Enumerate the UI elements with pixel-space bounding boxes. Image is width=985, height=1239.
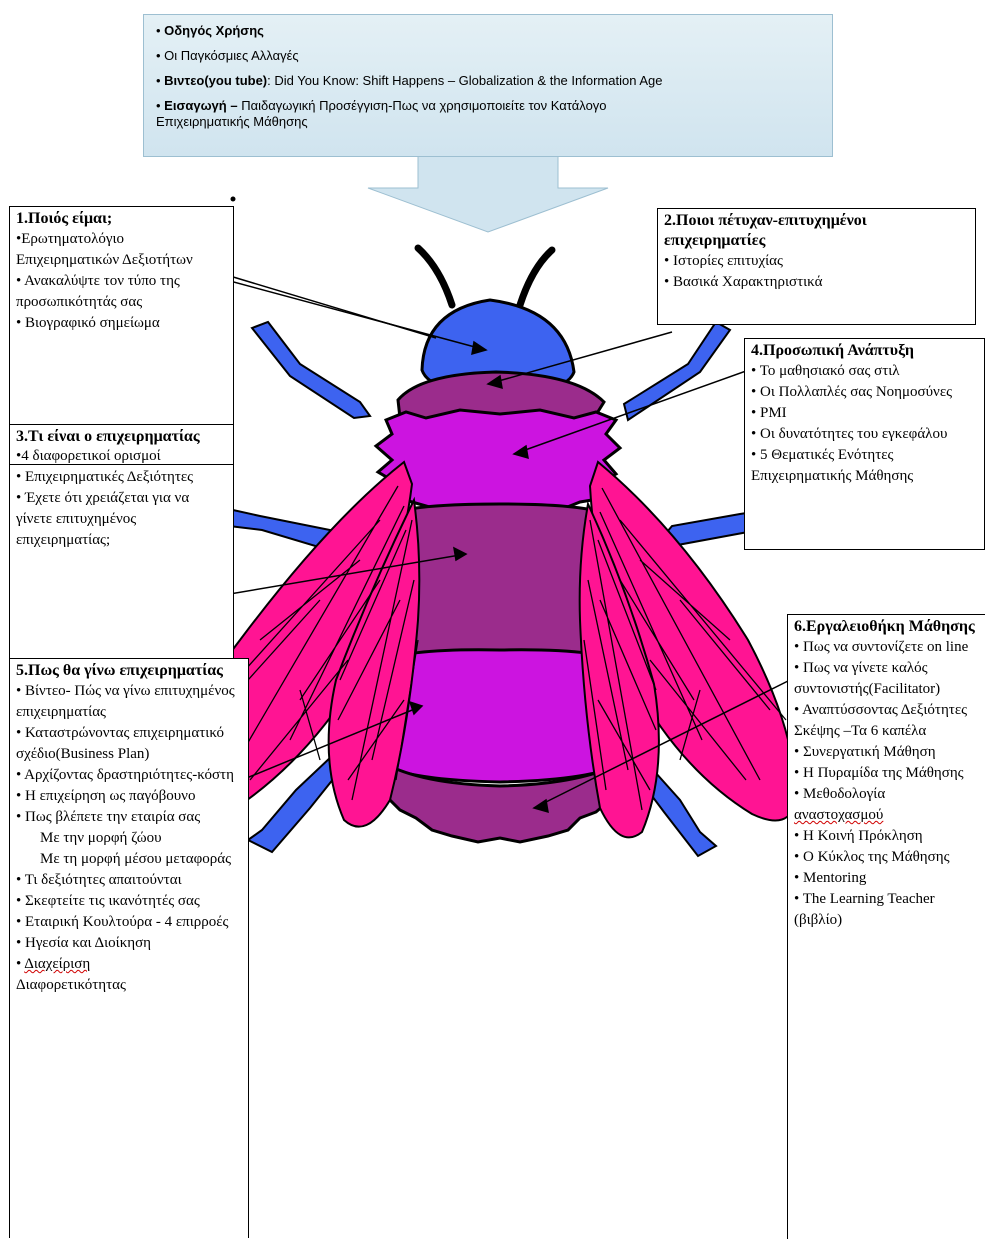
panel5-item[interactable]: • Αρχίζοντας δραστηριότητες-κόστη [16, 765, 242, 786]
stray-dot [231, 197, 236, 202]
panel2-title: 2.Ποιοι πέτυχαν-επιτυχημένοι επιχειρηματ… [664, 211, 969, 251]
panel-learning-toolbox: 6.Εργαλειοθήκη Μάθησης • Πως να συντονίζ… [787, 614, 985, 1239]
panel5-title: 5.Πως θα γίνω επιχειρηματίας [16, 661, 242, 681]
panel5-item[interactable]: • Καταστρώνοντας επιχειρηματικό σχέδιο(B… [16, 723, 242, 765]
panel-how-to-become: 5.Πως θα γίνω επιχειρηματίας • Βίντεο- Π… [9, 658, 249, 1238]
panel5-item-diversity-b: Διαφορετικότητας [16, 977, 126, 993]
panel5-item[interactable]: • Σκεφτείτε τις ικανότητές σας [16, 891, 242, 912]
panel3-divider [9, 464, 234, 465]
panel5-item[interactable]: • Πως βλέπετε την εταιρία σας [16, 807, 242, 828]
panel6-title: 6.Εργαλειοθήκη Μάθησης [794, 617, 981, 637]
panel6-item[interactable]: • Mentoring [794, 868, 981, 889]
panel6-item[interactable]: • Αναπτύσσοντας Δεξιότητες Σκέψης –Τα 6 … [794, 700, 981, 742]
panel1-title: 1.Ποιός είμαι; [16, 209, 227, 229]
menu-item-youtube-video[interactable]: • Βιντεο(you tube): Did You Know: Shift … [156, 73, 820, 89]
panel5-item-diversity-a: Διαχείριση [24, 956, 90, 972]
panel5-item[interactable]: • Ηγεσία και Διοίκηση [16, 933, 242, 954]
menu-item-user-guide[interactable]: • Οδηγός Χρήσης [156, 23, 820, 39]
down-arrow [368, 156, 608, 232]
panel4-item[interactable]: • Οι δυνατότητες του εγκεφάλου [751, 424, 978, 445]
panel5-subitem[interactable]: Με την μορφή ζώου [16, 828, 242, 849]
panel5-item[interactable]: • Εταιρική Κουλτούρα - 4 επιρροές [16, 912, 242, 933]
panel6-item[interactable]: • Η Πυραμίδα της Μάθησης [794, 763, 981, 784]
panel6-item[interactable]: • The Learning Teacher (βιβλίο) [794, 889, 981, 931]
panel-personal-development: 4.Προσωπική Ανάπτυξη • Το μαθησιακό σας … [744, 338, 985, 550]
menu-item-global-changes[interactable]: • Οι Παγκόσμιες Αλλαγές [156, 48, 820, 64]
panel6-item[interactable]: • Πως να γίνετε καλός συντονιστής(Facili… [794, 658, 981, 700]
panel4-item[interactable]: • 5 Θεματικές Ενότητες Επιχειρηματικής Μ… [751, 445, 978, 487]
panel5-subitem[interactable]: Με τη μορφή μέσου μεταφοράς [16, 849, 242, 870]
panel6-item[interactable]: • Ο Κύκλος της Μάθησης [794, 847, 981, 868]
panel6-item-reflection[interactable]: • Μεθοδολογία αναστοχασμού [794, 784, 981, 826]
panel1-item[interactable]: •Ερωτηματολόγιο Επιχειρηματικών Δεξιοτήτ… [16, 229, 227, 271]
bee-thorax [376, 410, 620, 514]
panel4-item[interactable]: • PMI [751, 403, 978, 424]
panel4-title: 4.Προσωπική Ανάπτυξη [751, 341, 978, 361]
panel-successful-entrepreneurs: 2.Ποιοι πέτυχαν-επιτυχημένοι επιχειρηματ… [657, 208, 976, 325]
right-antenna [520, 250, 552, 305]
panel5-item[interactable]: • Η επιχείρηση ως παγόβουνο [16, 786, 242, 807]
panel6-item[interactable]: • Η Κοινή Πρόκληση [794, 826, 981, 847]
panel5-item[interactable]: • Τι δεξιότητες απαιτούνται [16, 870, 242, 891]
panel6-item-reflection-a: • Μεθοδολογία [794, 786, 885, 802]
panel2-item[interactable]: • Ιστορίες επιτυχίας [664, 251, 969, 272]
panel1-item[interactable]: • Βιογραφικό σημείωμα [16, 313, 227, 334]
panel3-item[interactable]: • Επιχειρηματικές Δεξιότητες [16, 467, 227, 488]
panel6-item-reflection-b: αναστοχασμού [794, 807, 883, 823]
menu-item-introduction[interactable]: • Εισαγωγή – Παιδαγωγική Προσέγγιση-Πως … [156, 98, 820, 114]
left-antenna [418, 248, 452, 305]
panel4-item[interactable]: • Οι Πολλαπλές σας Νοημοσύνες [751, 382, 978, 403]
top-menu: • Οδηγός Χρήσης • Οι Παγκόσμιες Αλλαγές … [143, 14, 833, 157]
panel3-title: 3.Τι είναι ο επιχειρηματίας [16, 427, 227, 446]
panel4-item[interactable]: • Το μαθησιακό σας στιλ [751, 361, 978, 382]
panel-who-am-i: 1.Ποιός είμαι; •Ερωτηματολόγιο Επιχειρημ… [9, 206, 234, 428]
panel6-item[interactable]: • Συνεργατική Μάθηση [794, 742, 981, 763]
panel-what-is-entrepreneur: 3.Τι είναι ο επιχειρηματίας •4 διαφορετι… [9, 424, 234, 660]
panel6-item[interactable]: • Πως να συντονίζετε on line [794, 637, 981, 658]
panel3-item[interactable]: • Έχετε ότι χρειάζεται για να γίνετε επι… [16, 488, 227, 551]
panel5-item[interactable]: • Βίντεο- Πώς να γίνω επιτυχημένος επιχε… [16, 681, 242, 723]
panel1-item[interactable]: • Ανακαλύψτε τον τύπο της προσωπικότητάς… [16, 271, 227, 313]
menu-item-introduction-cont: Επιχειρηματικής Μάθησης [156, 114, 820, 130]
panel2-item[interactable]: • Βασικά Χαρακτηριστικά [664, 272, 969, 293]
